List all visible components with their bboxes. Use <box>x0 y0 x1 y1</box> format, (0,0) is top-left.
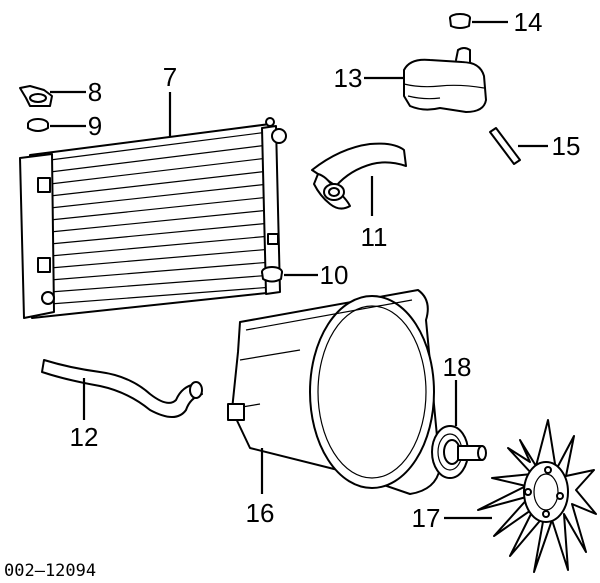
lower-hose-part <box>41 359 203 418</box>
bracket-part <box>19 85 53 107</box>
fan-shroud-part <box>227 289 441 495</box>
reservoir-cap-part <box>449 13 471 29</box>
callout-9: 9 <box>88 111 102 141</box>
coolant-reservoir-part <box>403 47 487 113</box>
fan-clutch-part <box>431 425 487 479</box>
upper-hose-part <box>311 142 407 210</box>
callout-17: 17 <box>412 503 441 533</box>
callout-15: 15 <box>552 131 581 161</box>
callout-14: 14 <box>514 7 543 37</box>
callout-12: 12 <box>70 422 99 452</box>
callout-10: 10 <box>320 260 349 290</box>
cap-part <box>261 266 283 283</box>
callout-7: 7 <box>163 62 177 92</box>
callout-13: 13 <box>334 63 363 93</box>
small-hose-part <box>489 127 521 165</box>
callout-8: 8 <box>88 77 102 107</box>
callout-11: 11 <box>361 222 388 252</box>
callout-16: 16 <box>246 498 275 528</box>
radiator-part <box>19 117 287 319</box>
callout-18: 18 <box>443 352 472 382</box>
insulator-part <box>27 118 49 132</box>
figure-code: 002–12094 <box>4 561 96 581</box>
cooling-fan-part <box>477 419 597 573</box>
